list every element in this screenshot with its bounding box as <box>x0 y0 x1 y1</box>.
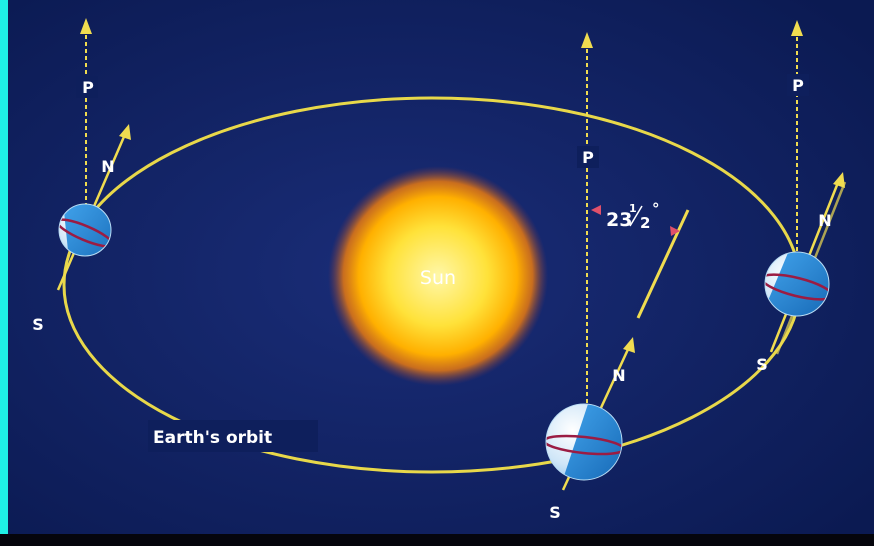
arrow-up-icon <box>623 337 635 353</box>
arrow-up-icon <box>119 124 131 140</box>
arrow-up-icon <box>80 18 92 34</box>
angle-marker-right <box>670 226 680 236</box>
tilt-reference-axis <box>636 209 690 319</box>
axis-arrowheads <box>119 124 845 353</box>
arrow-up-icon <box>791 20 803 36</box>
angle-markers <box>591 205 680 236</box>
angle-degree: ° <box>652 200 660 218</box>
p-backdrop-left <box>76 76 98 98</box>
north-label-left: N <box>101 157 114 176</box>
north-label-middle: N <box>612 366 625 385</box>
angle-marker-left <box>591 205 601 215</box>
arrow-up-icon <box>833 172 845 188</box>
orbit-label: Earth's orbit <box>153 428 272 448</box>
arrow-up-icon <box>581 32 593 48</box>
pole-star-label-middle: P <box>582 148 594 167</box>
sun-icon <box>328 166 548 386</box>
tilt-angle-label: 23 1 2 ° <box>606 200 660 232</box>
angle-fraction-num: 1 <box>629 202 637 215</box>
pole-arrowheads <box>80 18 803 48</box>
south-label-middle: S <box>549 503 561 522</box>
angle-value: 23 <box>606 209 632 231</box>
pole-star-label-right: P <box>792 76 804 95</box>
earth-globe-icon <box>545 403 623 481</box>
p-backdrop-middle <box>577 146 599 168</box>
bottom-strip <box>0 534 874 546</box>
earth-globe-icon <box>764 251 830 317</box>
north-label-right: N <box>818 211 831 230</box>
south-label-right: S <box>756 355 768 374</box>
sun-label: Sun <box>420 267 456 289</box>
orbit-label-backdrop <box>148 420 318 452</box>
angle-fraction-bar <box>629 205 643 227</box>
pole-star-label-left: P <box>82 78 94 97</box>
angle-fraction-den: 2 <box>640 214 650 232</box>
pole-star-directions <box>85 28 798 408</box>
p-backdrop-right <box>787 74 809 96</box>
south-label-left: S <box>32 315 44 334</box>
earth-globe-icon <box>58 203 112 257</box>
